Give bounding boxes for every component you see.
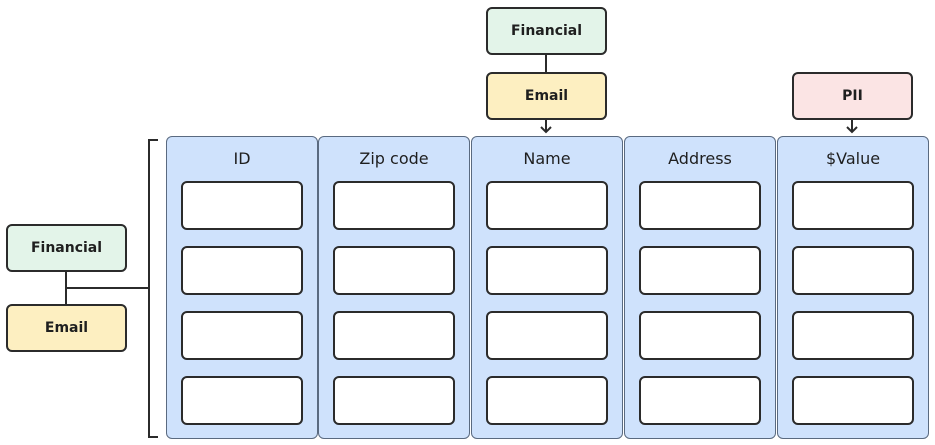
column-zip-code: Zip code — [318, 136, 470, 439]
column-value: $Value — [777, 136, 929, 439]
left-tag-connector — [65, 272, 149, 304]
table-cell — [639, 181, 761, 230]
table-cell — [181, 181, 303, 230]
table-cell — [792, 311, 914, 360]
table-cell — [639, 246, 761, 295]
column-header: $Value — [825, 149, 881, 168]
top-email-tag: Email — [486, 72, 607, 120]
table-cell — [333, 376, 455, 425]
column-header: Zip code — [359, 149, 429, 168]
left-email-tag: Email — [6, 304, 127, 352]
pii-arrowhead — [846, 126, 858, 134]
column-address: Address — [624, 136, 776, 439]
table-cell — [792, 246, 914, 295]
table-cell — [181, 376, 303, 425]
table-cell — [486, 181, 608, 230]
table-cell — [333, 311, 455, 360]
table-cell — [639, 376, 761, 425]
column-name: Name — [471, 136, 623, 439]
table-bracket — [148, 139, 158, 438]
table-cell — [333, 181, 455, 230]
table-cell — [486, 376, 608, 425]
top-pii-tag: PII — [792, 72, 913, 120]
table-cell — [333, 246, 455, 295]
table-cell — [486, 246, 608, 295]
table-cell — [792, 181, 914, 230]
table-cell — [792, 376, 914, 425]
email-arrowhead — [540, 126, 552, 134]
column-header: Name — [523, 149, 571, 168]
column-id: ID — [166, 136, 318, 439]
top-financial-tag: Financial — [486, 7, 607, 55]
column-header: ID — [233, 149, 251, 168]
table-cell — [181, 246, 303, 295]
left-financial-tag: Financial — [6, 224, 127, 272]
table-cell — [181, 311, 303, 360]
column-header: Address — [668, 149, 732, 168]
table-cell — [639, 311, 761, 360]
table-cell — [486, 311, 608, 360]
